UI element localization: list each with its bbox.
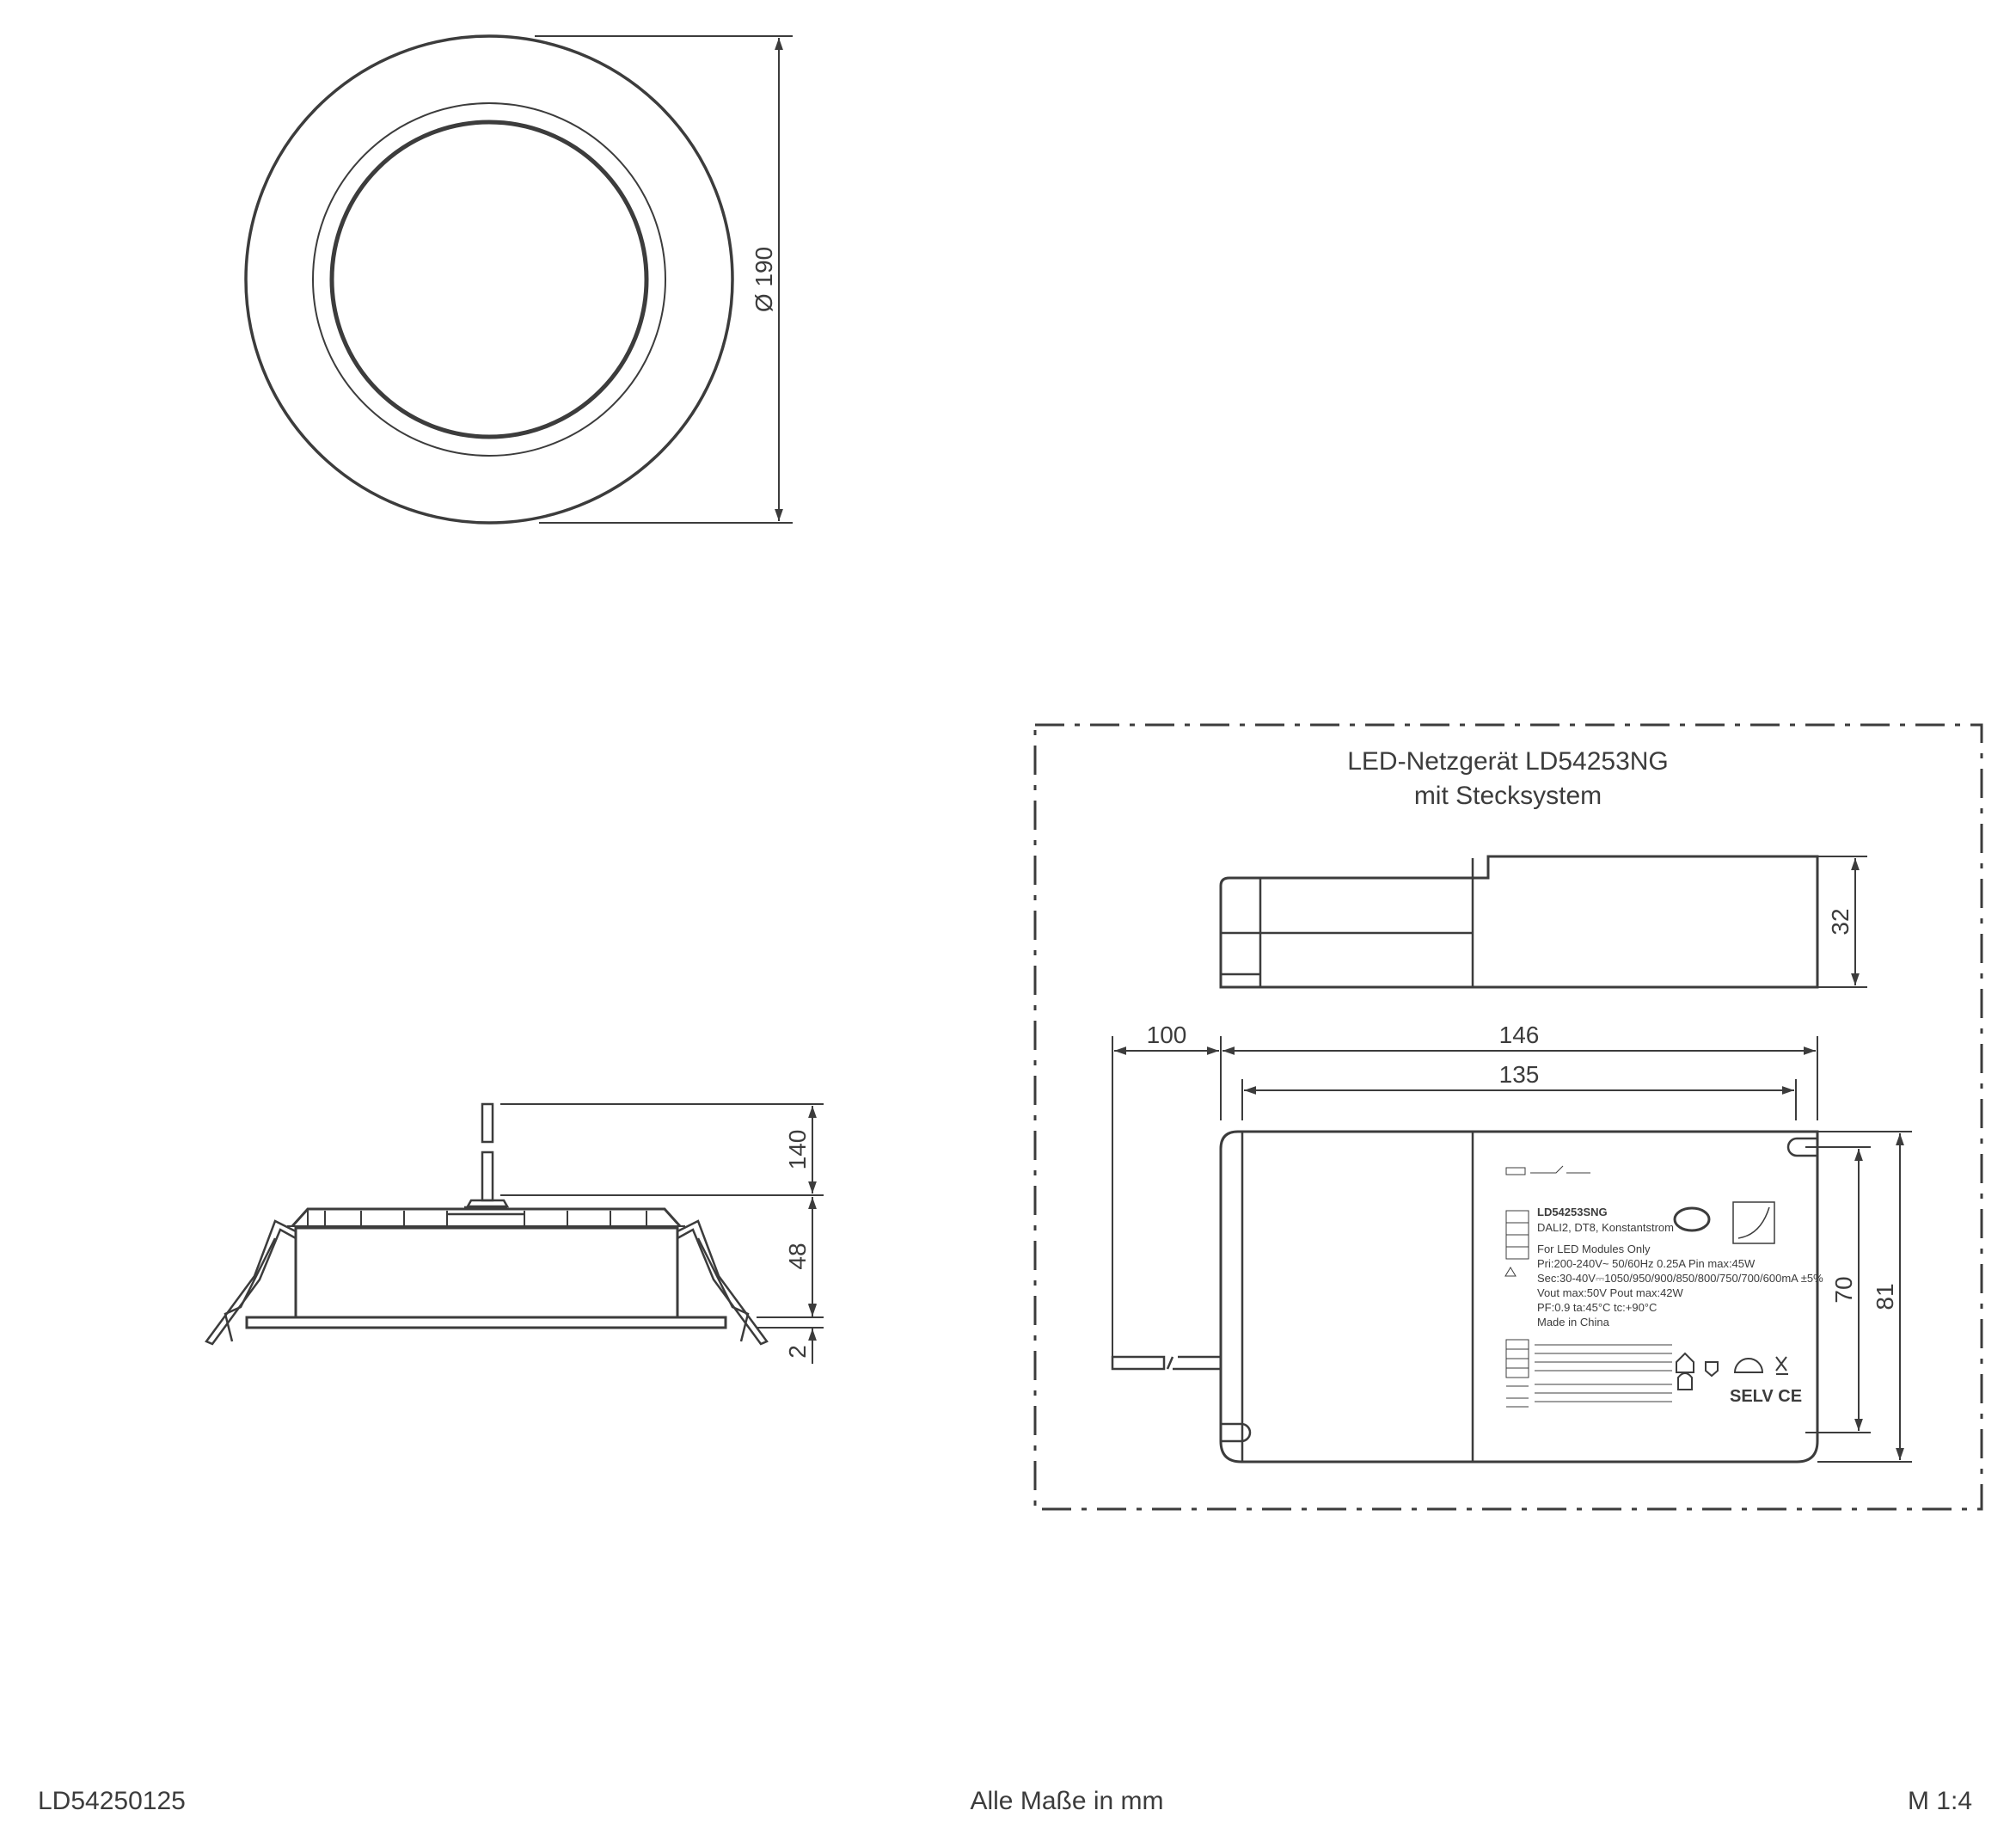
nameplate-certification-icons: SELV CE <box>1673 1201 1802 1406</box>
cable-length-label: 100 <box>1147 1022 1187 1048</box>
driver-title: LED-Netzgerät LD54253NG <box>1347 747 1669 776</box>
temperature-graph-icon <box>1732 1201 1775 1244</box>
flange <box>245 1316 727 1329</box>
inner-ring <box>329 120 649 439</box>
driver-length-label: 146 <box>1499 1022 1540 1048</box>
inner-width-label: 70 <box>1830 1276 1857 1303</box>
cable-length-label: 140 <box>784 1130 811 1170</box>
nameplate-line5: Vout max:50V Pout max:42W <box>1537 1286 1684 1299</box>
evn-logo-icon <box>1673 1206 1711 1232</box>
middle-ring <box>312 102 666 457</box>
driver-frame <box>1033 723 1983 1511</box>
cable-stub-lower <box>481 1151 494 1202</box>
cable-stub-upper <box>481 1102 494 1144</box>
mounting-distance-label: 135 <box>1499 1061 1540 1088</box>
spring-clip-left <box>205 1219 297 1346</box>
nameplate-line7: Made in China <box>1537 1316 1610 1329</box>
diameter-label: Ø 190 <box>751 247 777 312</box>
driver-box: LED-Netzgerät LD54253NG mit Stecksystem … <box>1033 723 1983 1511</box>
shield-icon <box>1705 1361 1719 1378</box>
nameplate-line2: For LED Modules Only <box>1537 1243 1651 1255</box>
nameplate-wiring-table <box>1504 1210 1672 1408</box>
housing-body <box>294 1226 679 1319</box>
top-view: Ø 190 <box>244 34 793 525</box>
footer: LD54250125 Alle Maße in mm M 1:4 <box>38 1787 1972 1815</box>
units-note: Alle Maße in mm <box>970 1787 1163 1815</box>
nameplate-model: LD54253SNG <box>1537 1206 1608 1218</box>
heatsink-ribs <box>324 1211 647 1226</box>
nameplate-line6: PF:0.9 ta:45°C tc:+90°C <box>1537 1301 1657 1314</box>
driver-nameplate: LD54253SNG DALI2, DT8, Konstantstrom For… <box>1504 1165 1823 1408</box>
driver-width-label: 81 <box>1872 1283 1898 1310</box>
house-icon <box>1676 1352 1694 1373</box>
driver-side-elevation <box>1219 855 1819 989</box>
scale-label: M 1:4 <box>1908 1787 1972 1815</box>
driver-height-label: 32 <box>1827 908 1854 935</box>
nameplate-line4: Sec:30-40V⎓1050/950/900/850/800/750/700/… <box>1537 1272 1823 1285</box>
nameplate-line1: DALI2, DT8, Konstantstrom <box>1537 1221 1674 1234</box>
weee-bin-icon <box>1775 1356 1788 1375</box>
nameplate-marks: SELV CE <box>1730 1387 1802 1406</box>
flange-thickness-label: 2 <box>784 1345 811 1359</box>
driver-top-view: LD54253SNG DALI2, DT8, Konstantstrom For… <box>1111 1130 1823 1464</box>
spring-clip-right <box>677 1219 769 1346</box>
nameplate-line3: Pri:200-240V~ 50/60Hz 0.25A Pin max:45W <box>1537 1257 1756 1270</box>
luminaire-icon <box>1677 1372 1693 1390</box>
side-view: 140 48 2 <box>205 1102 824 1364</box>
outer-ring <box>244 34 734 525</box>
heatsink-top <box>291 1207 682 1228</box>
driver-subtitle: mit Stecksystem <box>1414 782 1602 810</box>
height-label: 48 <box>784 1243 811 1269</box>
article-number: LD54250125 <box>38 1787 186 1815</box>
independent-icon <box>1733 1358 1764 1373</box>
